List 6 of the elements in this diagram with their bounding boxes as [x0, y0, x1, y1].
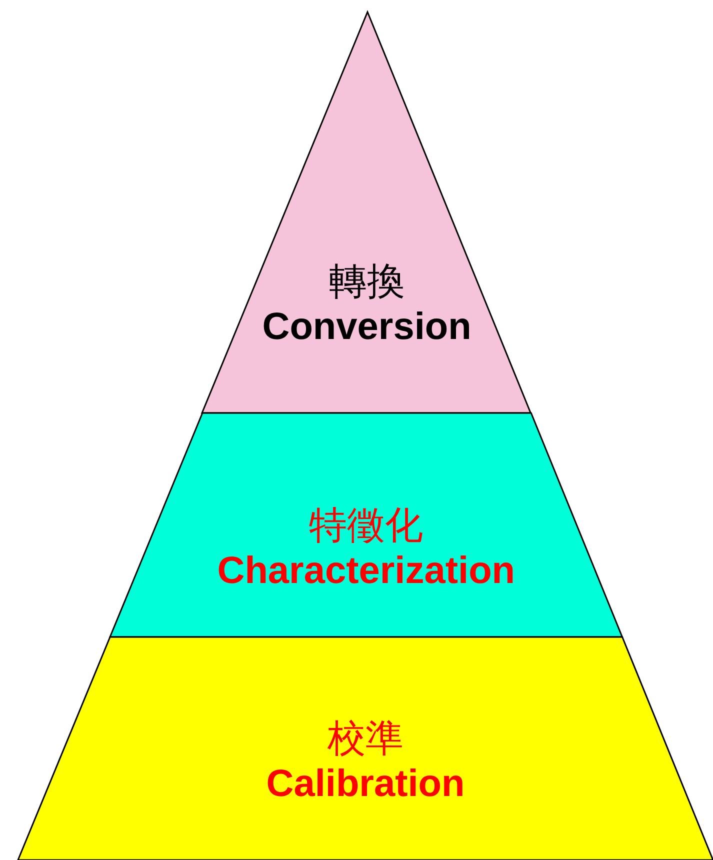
tier-title: 校準 [328, 715, 404, 761]
tier-title: 轉換 [328, 258, 405, 304]
tier-subtitle: Calibration [266, 762, 465, 807]
tier-title: 特徵化 [309, 502, 424, 548]
tier-subtitle: Conversion [262, 305, 472, 350]
tier-subtitle: Characterization [217, 549, 516, 594]
